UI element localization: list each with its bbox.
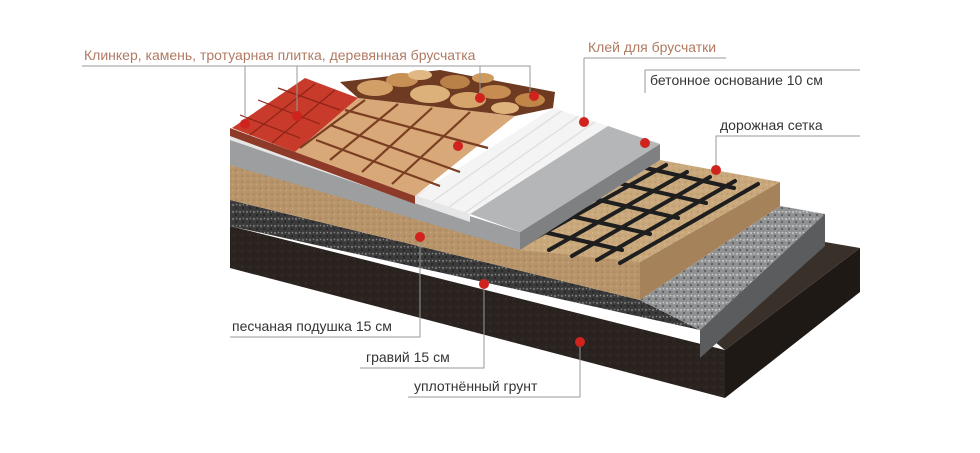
marker-concrete — [640, 138, 650, 148]
soil-layer-front — [230, 226, 725, 398]
leader-mesh — [715, 135, 860, 168]
road-mesh — [526, 163, 760, 265]
marker-sand — [415, 232, 425, 242]
label-glue: Клей для брусчатки — [588, 39, 716, 55]
label-gravel: гравий 15 см — [366, 349, 450, 365]
label-concrete: бетонное основание 10 см — [650, 72, 823, 88]
sand-layer-front — [230, 165, 640, 300]
gravel-layer-top — [640, 206, 825, 330]
tile-joints — [299, 99, 489, 188]
marker-stone — [475, 93, 485, 103]
label-soil: уплотнённый грунт — [414, 378, 538, 394]
leader-paving — [82, 65, 531, 92]
leader-gravel — [360, 284, 485, 369]
leader-sand — [230, 237, 421, 338]
marker-clinker — [240, 119, 250, 129]
concrete-layer-front — [230, 140, 520, 250]
marker-stone-2 — [529, 91, 539, 101]
paving-front-edge — [230, 128, 415, 204]
concrete-layer-surface — [470, 126, 660, 232]
glue-layer-surface — [415, 108, 608, 214]
soil-layer-side — [725, 248, 860, 398]
sand-layer-top — [640, 182, 780, 300]
leader-lines — [82, 57, 860, 398]
marker-tile-2 — [453, 141, 463, 151]
gravel-layer-side — [700, 214, 825, 358]
leader-soil — [408, 342, 581, 398]
label-sand: песчаная подушка 15 см — [232, 318, 392, 334]
leader-concrete — [644, 69, 860, 93]
label-paving: Клинкер, камень, тротуарная плитка, дере… — [84, 47, 476, 63]
markers — [240, 91, 721, 347]
soil-layer-top — [700, 242, 860, 350]
marker-mesh — [711, 165, 721, 175]
gravel-layer-front — [230, 200, 700, 330]
marker-glue — [579, 117, 589, 127]
marker-tile — [292, 111, 302, 121]
concrete-layer-top — [520, 144, 660, 250]
marker-soil — [575, 337, 585, 347]
clinker-joints — [239, 83, 341, 144]
marker-gravel — [479, 279, 489, 289]
label-mesh: дорожная сетка — [720, 117, 823, 133]
